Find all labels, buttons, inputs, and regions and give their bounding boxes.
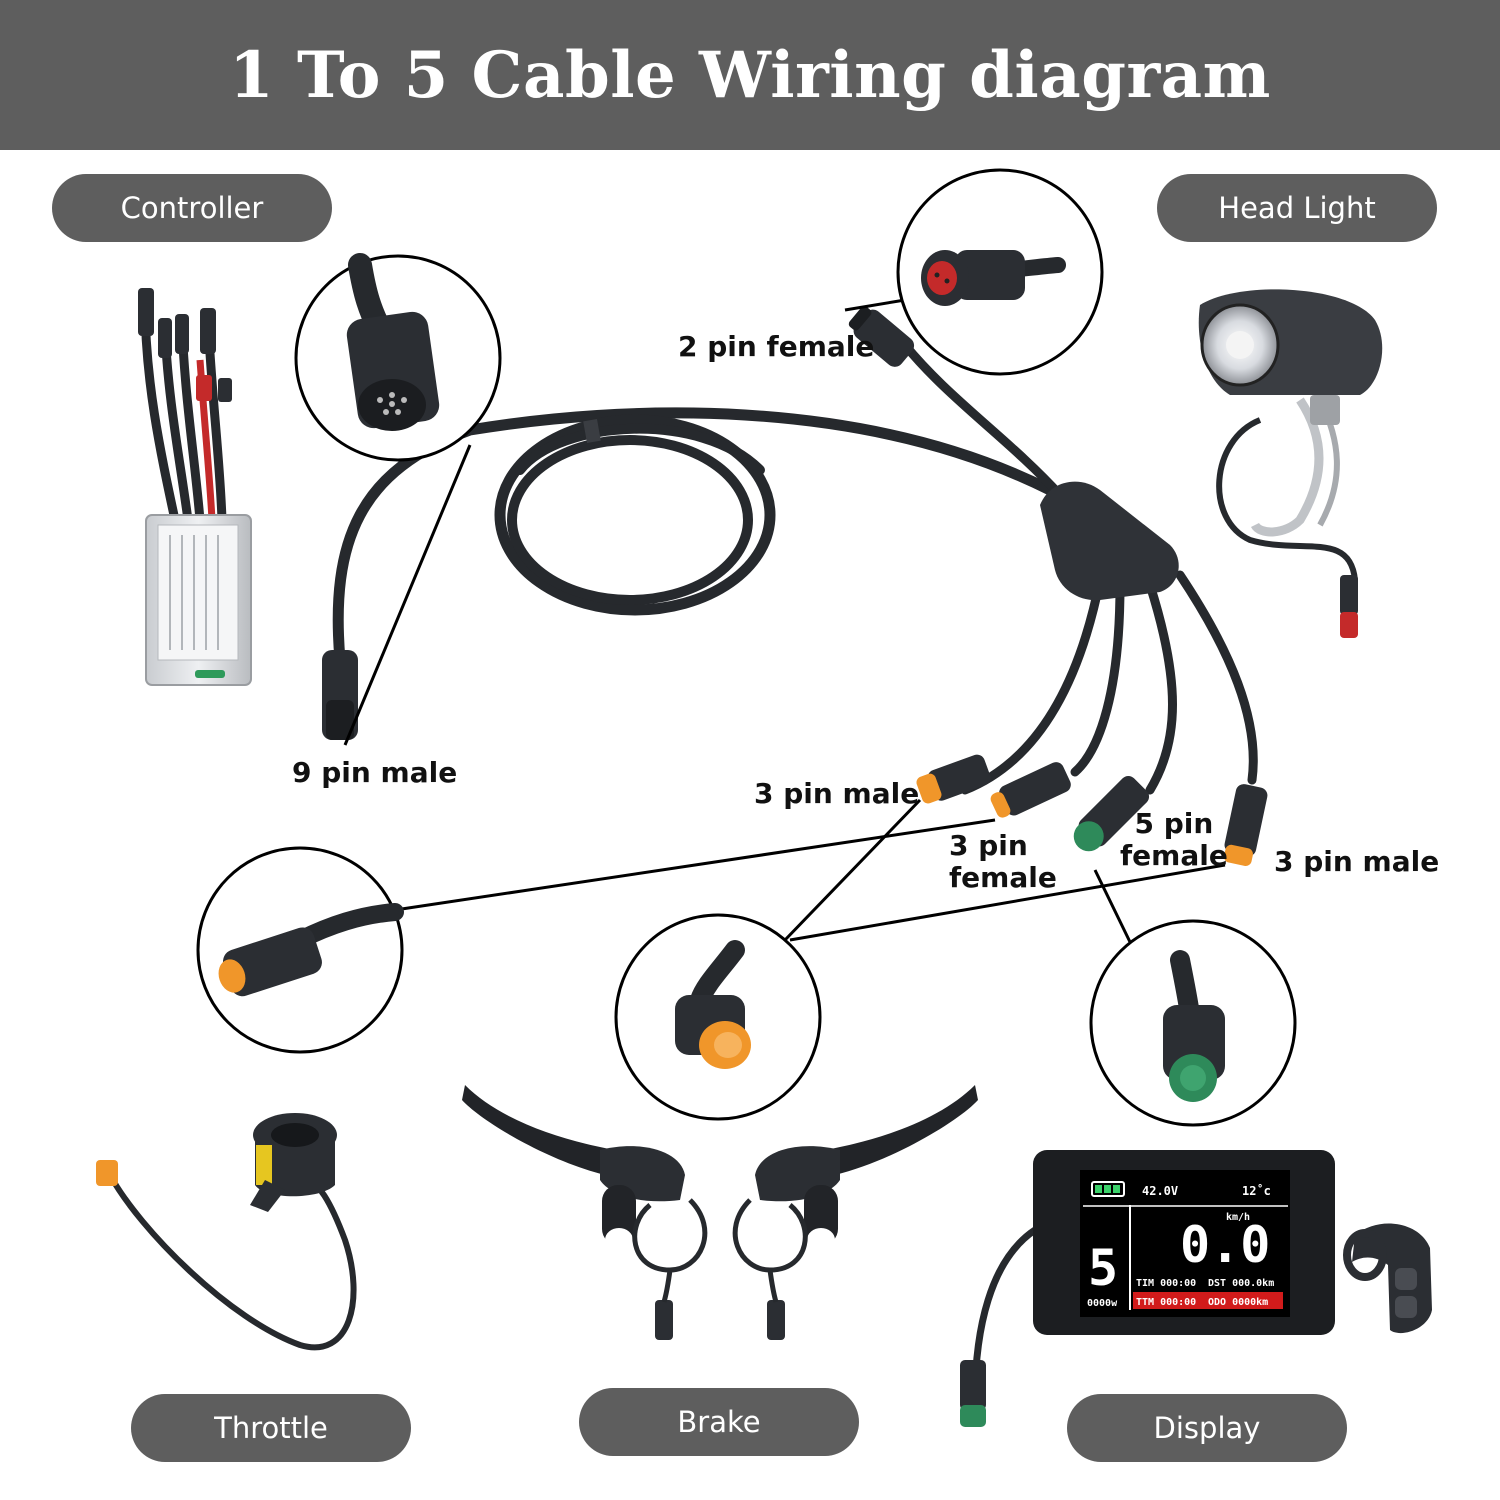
label-three-pin-male-b: 3 pin male xyxy=(1274,845,1440,878)
label-three-pin-female: 3 pin female xyxy=(949,829,1057,894)
zoom-three-pin-male xyxy=(614,913,822,1121)
zoom-nine-pin xyxy=(294,253,502,462)
display-speed: 0.0 xyxy=(1180,1216,1270,1274)
cable-splitter-hub xyxy=(1040,481,1179,601)
label-controller: Controller xyxy=(52,174,332,242)
display-tim: TIM 000:00 xyxy=(1136,1278,1196,1289)
main-cable xyxy=(332,340,1258,795)
three-pin-female-connector xyxy=(990,762,1071,818)
label-nine-pin-male: 9 pin male xyxy=(292,756,458,789)
label-display: Display xyxy=(1067,1394,1347,1462)
display-voltage: 42.0V xyxy=(1142,1184,1178,1198)
controller-illustration xyxy=(138,288,252,686)
display-gear: 5 xyxy=(1088,1239,1118,1297)
display-odo: ODO 0000km xyxy=(1208,1297,1268,1308)
brake-left-illustration xyxy=(462,1085,708,1340)
page-title: 1 To 5 Cable Wiring diagram xyxy=(229,37,1271,113)
zoom-three-pin-female xyxy=(196,846,404,1054)
zoom-two-pin xyxy=(896,168,1104,376)
display-ttm: TTM 000:00 xyxy=(1136,1297,1196,1308)
three-pin-male-connector-a xyxy=(916,754,991,804)
throttle-illustration xyxy=(96,1113,357,1351)
label-head-light: Head Light xyxy=(1157,174,1437,242)
label-three-pin-male-a: 3 pin male xyxy=(754,777,920,810)
nine-pin-connector xyxy=(322,650,358,740)
zoom-five-pin-female xyxy=(1089,919,1297,1127)
cable-tie xyxy=(583,418,601,444)
label-throttle: Throttle xyxy=(131,1394,411,1462)
five-pin-female-connector xyxy=(1073,775,1150,852)
three-pin-male-connector-b xyxy=(1224,784,1268,867)
display-speed-unit: km/h xyxy=(1226,1212,1250,1223)
display-dst: DST 000.0km xyxy=(1208,1278,1274,1289)
callout-lines xyxy=(343,298,1226,943)
brake-right-illustration xyxy=(732,1085,978,1340)
label-brake: Brake xyxy=(579,1388,859,1456)
label-five-pin-female: 5 pin female xyxy=(1120,807,1228,872)
two-pin-connector xyxy=(848,306,915,367)
display-power: 0000w xyxy=(1087,1298,1118,1309)
label-two-pin-female: 2 pin female xyxy=(678,330,875,363)
display-temperature: 12˚c xyxy=(1242,1183,1271,1198)
headlight-illustration xyxy=(1198,289,1383,638)
title-banner: 1 To 5 Cable Wiring diagram xyxy=(0,0,1500,150)
display-illustration: 42.0V 12˚c km/h 0.0 5 0000w TIM 000:00 D… xyxy=(960,1150,1432,1427)
